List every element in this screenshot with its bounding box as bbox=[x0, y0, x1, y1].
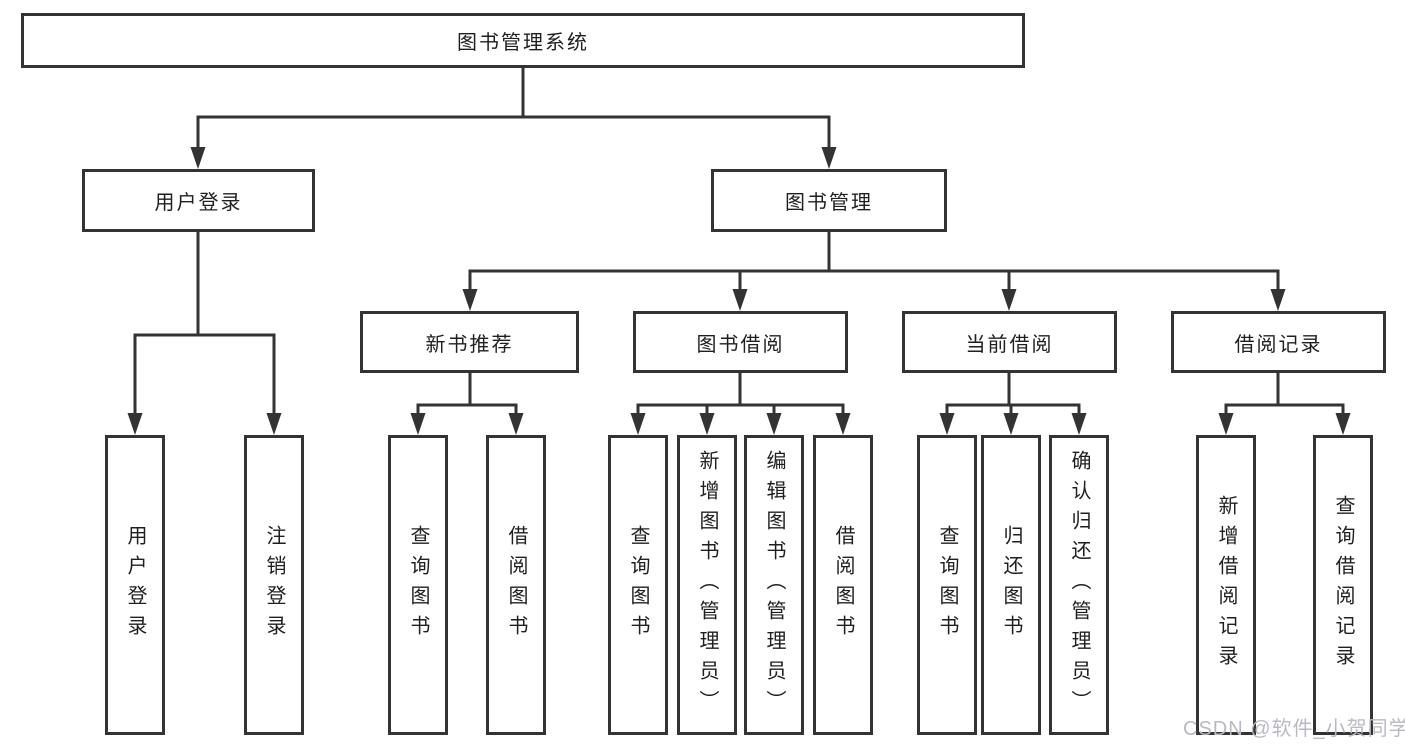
node-label: 归还图书 bbox=[1000, 525, 1022, 645]
leaf-add-borrow-record: 新增借阅记录 bbox=[1196, 435, 1256, 735]
node-label: 编辑图书（管理员） bbox=[763, 450, 785, 720]
node-label: 新书推荐 bbox=[425, 333, 514, 356]
node-label: 图书管理 bbox=[785, 192, 873, 214]
leaf-borrow-books-recommend: 借阅图书 bbox=[486, 435, 546, 735]
node-label: 借阅图书 bbox=[832, 525, 854, 645]
node-current-borrowing: 当前借阅 bbox=[902, 311, 1117, 373]
node-label: 新增借阅记录 bbox=[1215, 495, 1237, 675]
node-user-login: 用户登录 bbox=[82, 169, 315, 232]
leaf-query-borrow-record: 查询借阅记录 bbox=[1313, 435, 1373, 735]
node-label: 图书管理系统 bbox=[457, 32, 589, 54]
node-book-management: 图书管理 bbox=[711, 169, 947, 232]
leaf-return-books: 归还图书 bbox=[981, 435, 1041, 735]
node-label: 借阅图书 bbox=[505, 525, 527, 645]
node-borrowing-records: 借阅记录 bbox=[1171, 311, 1386, 373]
node-new-book-recommendation: 新书推荐 bbox=[360, 311, 579, 373]
leaf-query-books-borrowing: 查询图书 bbox=[608, 435, 668, 735]
node-label: 确认归还（管理员） bbox=[1068, 450, 1090, 720]
leaf-query-books-recommend: 查询图书 bbox=[388, 435, 448, 735]
watermark-text: CSDN @软件_小贺同学 bbox=[1183, 718, 1405, 740]
node-label: 查询借阅记录 bbox=[1332, 495, 1354, 675]
leaf-confirm-return-admin: 确认归还（管理员） bbox=[1049, 435, 1109, 735]
node-book-borrowing: 图书借阅 bbox=[633, 311, 848, 373]
arrowheads bbox=[127, 147, 1351, 435]
node-label: 图书借阅 bbox=[696, 333, 785, 356]
node-label: 借阅记录 bbox=[1234, 333, 1323, 356]
leaf-borrow-books: 借阅图书 bbox=[813, 435, 873, 735]
node-label: 用户登录 bbox=[154, 192, 243, 214]
node-library-management-system: 图书管理系统 bbox=[21, 13, 1025, 68]
node-label: 新增图书（管理员） bbox=[696, 450, 718, 720]
node-label: 查询图书 bbox=[936, 525, 958, 645]
leaf-logout: 注销登录 bbox=[244, 435, 304, 735]
leaf-user-login: 用户登录 bbox=[105, 435, 165, 735]
node-label: 当前借阅 bbox=[965, 333, 1054, 356]
leaf-edit-book-admin: 编辑图书（管理员） bbox=[744, 435, 804, 735]
leaf-add-book-admin: 新增图书（管理员） bbox=[677, 435, 737, 735]
node-label: 用户登录 bbox=[124, 525, 146, 645]
node-label: 查询图书 bbox=[407, 525, 429, 645]
node-label: 注销登录 bbox=[263, 525, 285, 645]
node-label: 查询图书 bbox=[627, 525, 649, 645]
leaf-query-books-current: 查询图书 bbox=[917, 435, 977, 735]
